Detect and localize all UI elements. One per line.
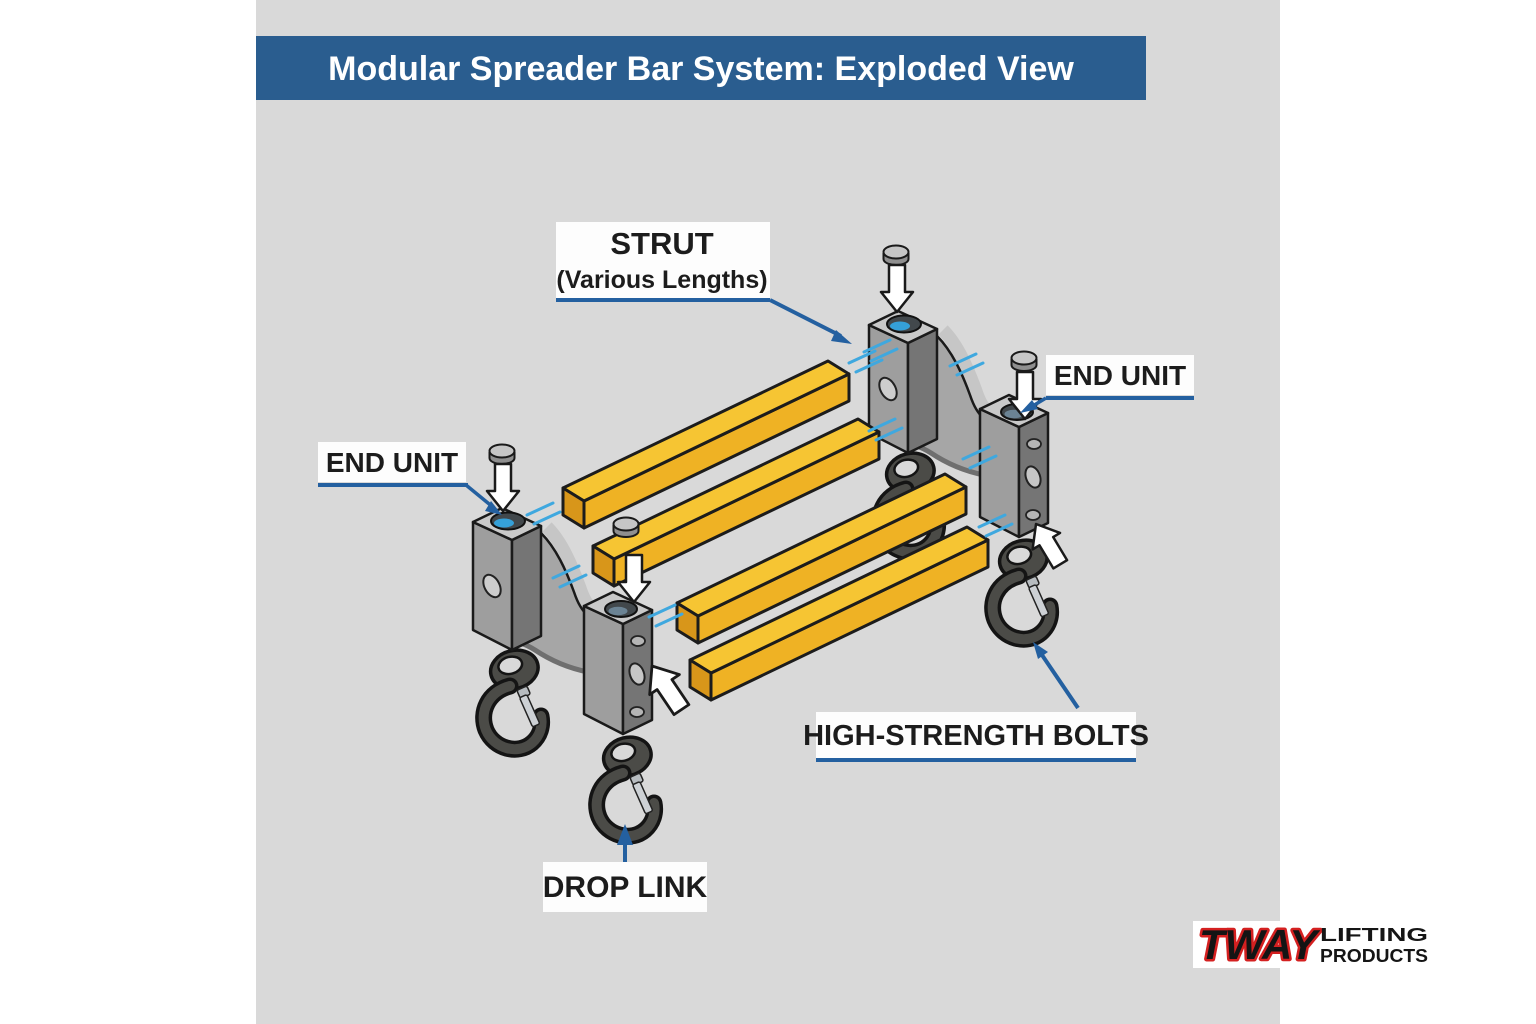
leader-line xyxy=(1040,653,1080,710)
struts xyxy=(561,359,990,702)
leader-arrowhead-icon xyxy=(831,330,852,344)
logo-box xyxy=(1193,921,1433,968)
strut-label-box xyxy=(556,222,770,298)
callout-strut: STRUT (Various Lengths) xyxy=(556,222,852,344)
end-unit-left-label: END UNIT xyxy=(326,447,458,478)
end-unit-right-label-box xyxy=(1046,355,1194,395)
title-bar-rect xyxy=(256,36,1146,100)
brand-logo: TWAY LIFTING PRODUCTS xyxy=(1193,919,1433,971)
bolt-icon xyxy=(488,443,516,465)
leader-arrowhead-icon xyxy=(1033,642,1048,659)
leader-line xyxy=(769,298,842,338)
callouts: STRUT (Various Lengths) END UNIT END UNI… xyxy=(318,222,1194,912)
leader-arrowhead-icon xyxy=(617,824,633,845)
leader-arrowhead-icon xyxy=(485,501,502,515)
strut-bar-3 xyxy=(675,472,968,645)
strut-label: STRUT xyxy=(610,226,713,261)
title-bar: Modular Spreader Bar System: Exploded Vi… xyxy=(256,36,1146,100)
strut-sublabel: (Various Lengths) xyxy=(556,266,767,294)
bolts-label-box xyxy=(816,712,1136,758)
callout-drop-link: DROP LINK xyxy=(543,824,708,912)
callout-high-strength-bolts: HIGH-STRENGTH BOLTS xyxy=(803,642,1149,762)
callout-end-unit-left: END UNIT xyxy=(318,442,502,515)
bolt-icon xyxy=(882,244,910,266)
strut-bar-4 xyxy=(688,525,990,702)
drop-link-label-box xyxy=(543,862,707,912)
callout-end-unit-right: END UNIT xyxy=(1020,355,1194,413)
high-strength-bolts-label: HIGH-STRENGTH BOLTS xyxy=(803,720,1149,752)
drop-link-label: DROP LINK xyxy=(543,871,708,904)
bolt-icon xyxy=(612,516,640,538)
logo-word-products: PRODUCTS xyxy=(1320,946,1428,966)
end-unit-right-label: END UNIT xyxy=(1054,360,1186,391)
strut-bar-2 xyxy=(591,417,881,588)
bolt-icon xyxy=(1010,350,1038,372)
logo-word-lifting: LIFTING xyxy=(1320,925,1428,945)
page-title: Modular Spreader Bar System: Exploded Vi… xyxy=(328,50,1074,88)
logo-brand-text: TWAY xyxy=(1199,921,1321,968)
leader-arrowhead-icon xyxy=(1020,400,1038,413)
end-unit-left-label-box xyxy=(318,442,466,482)
strut-bar-1 xyxy=(561,359,851,530)
